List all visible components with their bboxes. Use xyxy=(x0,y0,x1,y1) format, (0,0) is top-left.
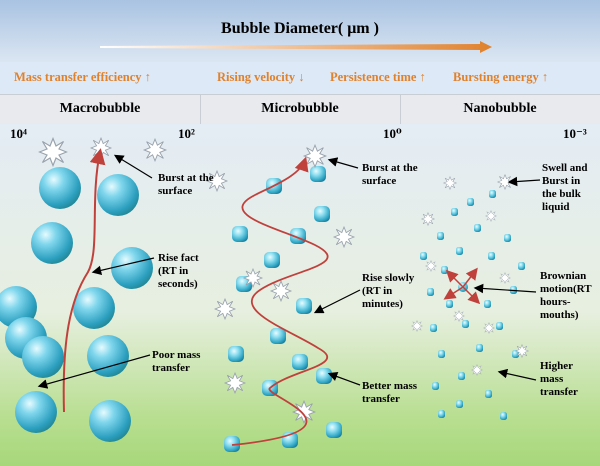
header-band xyxy=(0,0,600,62)
category-divider xyxy=(400,94,401,124)
annotation-nano-brownian: Brownian motion(RT hours-mouths) xyxy=(540,270,592,321)
macrobubble-group xyxy=(0,167,153,442)
scale-tick-1e-3: 10⁻³ xyxy=(563,126,587,141)
annotation-micro-rise: Rise slowly (RT in minutes) xyxy=(362,272,415,310)
diagram-title: Bubble Diameter( μm ) xyxy=(221,20,379,37)
micro-rise-path xyxy=(231,156,329,446)
macro-burst-group xyxy=(38,137,167,167)
category-microbubble: Microbubble xyxy=(261,101,339,116)
scale-tick-1e0: 10⁰ xyxy=(383,126,402,141)
macro-rise-path xyxy=(62,148,106,413)
diameter-arrow xyxy=(100,41,492,53)
property-bursting-energy: Bursting energy ↑ xyxy=(453,70,549,84)
annotation-macro-rise: Rise fact (RT in seconds) xyxy=(158,252,199,290)
annotation-nano-swell: Swell and Burst in the bulk liquid xyxy=(542,162,588,213)
annotation-micro-burst: Burst at the surface xyxy=(362,162,418,187)
property-rising-velocity: Rising velocity ↓ xyxy=(217,70,305,84)
property-persistence-time: Persistence time ↑ xyxy=(330,70,426,84)
scale-tick-1e2: 10² xyxy=(178,126,195,141)
brownian-arrows xyxy=(443,267,481,305)
annotation-macro-mass: Poor mass transfer xyxy=(152,349,201,374)
annotation-micro-mass: Better mass transfer xyxy=(362,380,418,405)
property-mass-transfer: Mass transfer efficiency ↑ xyxy=(14,70,151,84)
category-nanobubble: Nanobubble xyxy=(463,101,537,116)
category-divider xyxy=(200,94,201,124)
nanobubble-group xyxy=(420,190,525,420)
annotation-arrows xyxy=(37,154,541,389)
annotation-macro-burst: Burst at the surface xyxy=(158,172,214,197)
property-row: Mass transfer efficiency ↑ Rising veloci… xyxy=(0,62,600,94)
category-macrobubble: Macrobubble xyxy=(59,101,141,116)
category-row: Macrobubble Microbubble Nanobubble xyxy=(0,94,600,126)
annotation-nano-mass: Higher mass transfer xyxy=(540,360,578,398)
scale-tick-1e4: 10⁴ xyxy=(10,126,27,141)
